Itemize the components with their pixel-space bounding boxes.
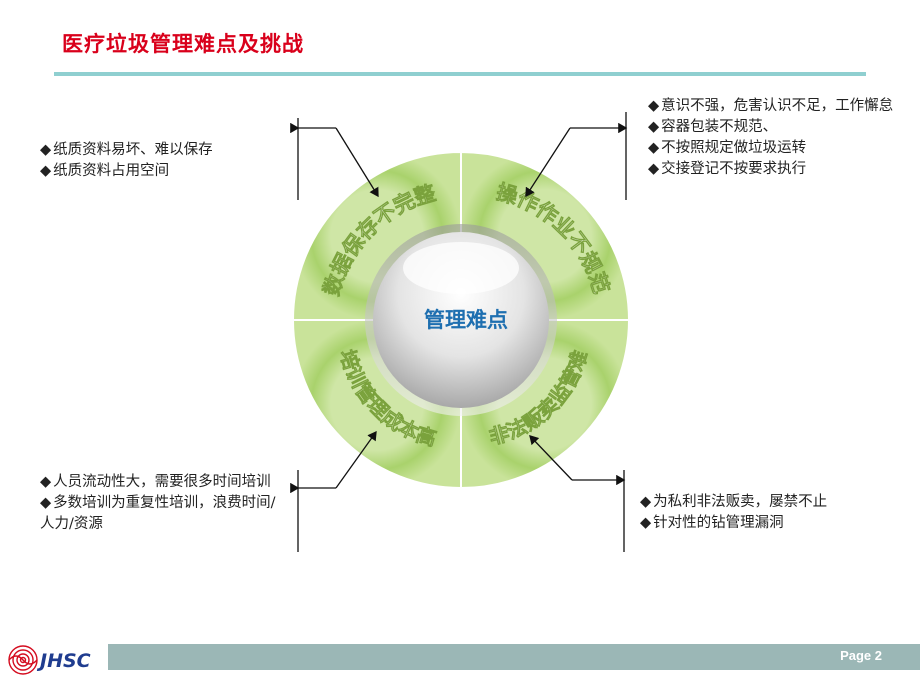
- svg-text:操作作业不规范: 操作作业不规范: [494, 180, 614, 297]
- segment-bottom-right: [460, 319, 631, 490]
- segment-label-data: 数据保存不完整: [319, 181, 438, 299]
- center-sphere: [373, 232, 549, 408]
- list-item: 针对性的钻管理漏洞: [640, 513, 900, 534]
- list-item: 不按照规定做垃圾运转: [648, 138, 898, 159]
- center-label: 管理难点: [424, 308, 508, 332]
- list-item: 多数培训为重复性培训，浪费时间/人力/资源: [40, 493, 278, 535]
- list-item: 人员流动性大，需要很多时间培训: [40, 472, 278, 493]
- segment-label-training: 培训管理成本高: [335, 347, 439, 451]
- svg-text:非法贩卖监管难: 非法贩卖监管难: [486, 347, 592, 449]
- note-top-left: 纸质资料易坏、难以保存 纸质资料占用空间: [40, 140, 280, 182]
- note-bottom-left: 人员流动性大，需要很多时间培训 多数培训为重复性培训，浪费时间/人力/资源: [40, 472, 278, 535]
- list-item: 纸质资料易坏、难以保存: [40, 140, 280, 161]
- note-top-right: 意识不强，危害认识不足，工作懈怠 容器包装不规范、 不按照规定做垃圾运转 交接登…: [648, 96, 898, 180]
- svg-text:数据保存不完整: 数据保存不完整: [319, 181, 438, 299]
- list-item: 交接登记不按要求执行: [648, 159, 898, 180]
- footer-bar: [108, 644, 920, 670]
- title-divider: [54, 72, 866, 76]
- segment-top-right: [460, 150, 631, 321]
- list-item: 意识不强，危害认识不足，工作懈怠: [648, 96, 898, 117]
- svg-text:培训管理成本高: 培训管理成本高: [335, 347, 439, 451]
- list-item: 容器包装不规范、: [648, 117, 898, 138]
- segment-label-illegal-sale: 非法贩卖监管难: [486, 347, 592, 449]
- ring: [291, 150, 631, 490]
- list-item: 为私利非法贩卖，屡禁不止: [640, 492, 900, 513]
- company-logo: JHSC: [8, 645, 91, 675]
- segment-bottom-left: [291, 319, 462, 490]
- page-number: Page 2: [840, 648, 882, 663]
- note-bottom-right: 为私利非法贩卖，屡禁不止 针对性的钻管理漏洞: [640, 492, 900, 534]
- segment-label-operation: 操作作业不规范: [494, 180, 614, 297]
- slide-title: 医疗垃圾管理难点及挑战: [62, 32, 304, 56]
- segment-top-left: [291, 150, 462, 321]
- list-item: 纸质资料占用空间: [40, 161, 280, 182]
- logo-wordmark: JHSC: [36, 650, 91, 672]
